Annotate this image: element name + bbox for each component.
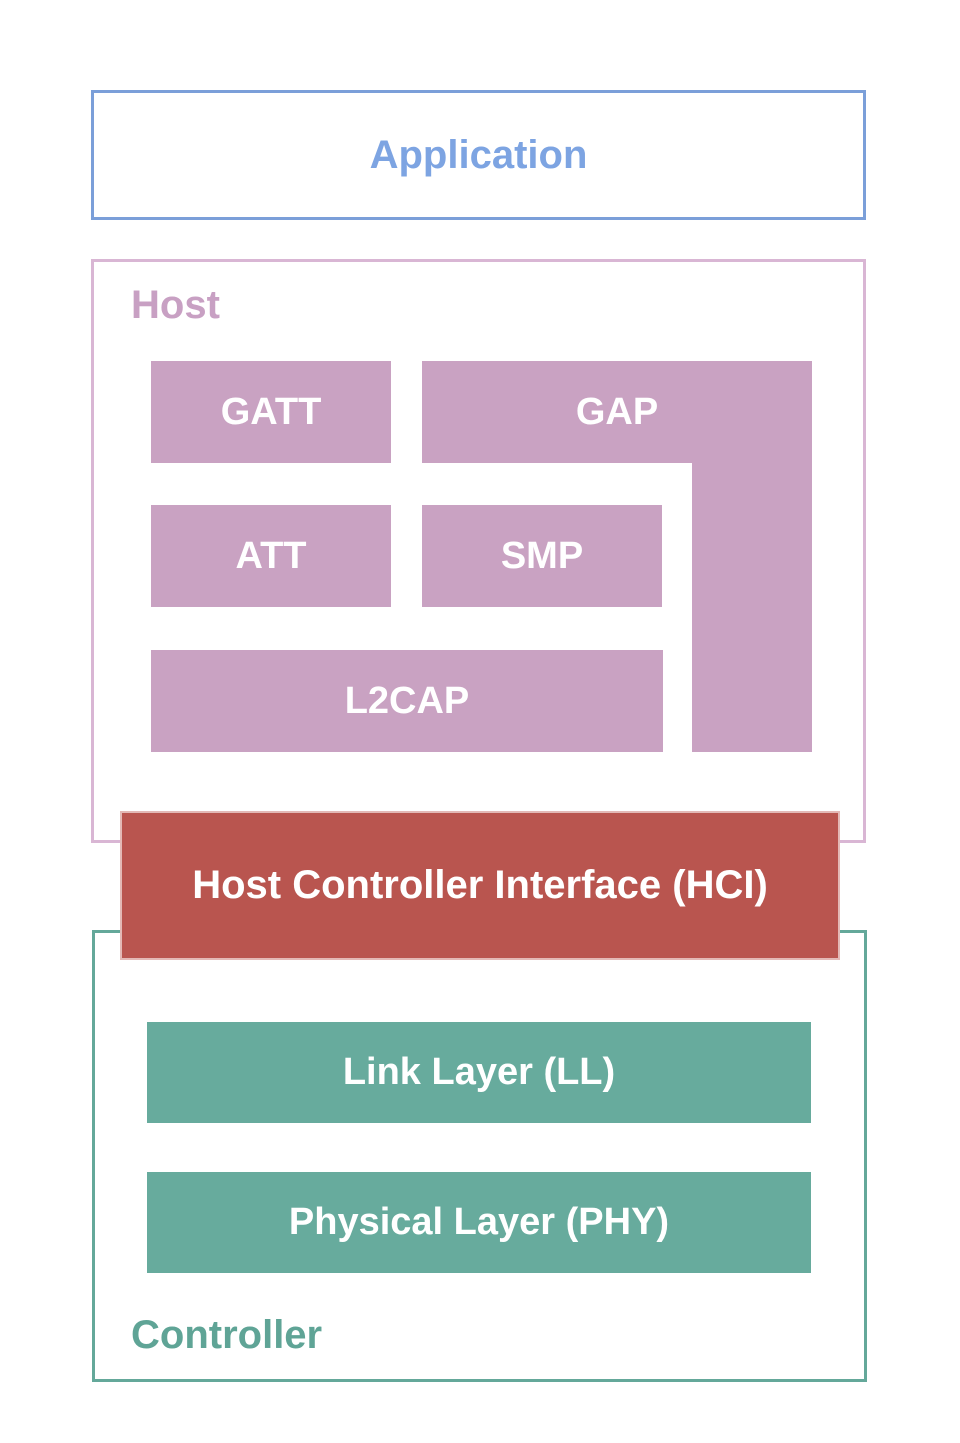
l2cap-block: L2CAP (151, 650, 663, 752)
application-label: Application (369, 132, 588, 177)
smp-label: SMP (500, 534, 584, 577)
gap-block-top: GAP (422, 361, 812, 463)
gatt-block: GATT (151, 361, 391, 463)
link-layer-block: Link Layer (LL) (147, 1022, 811, 1123)
application-box: Application (91, 90, 866, 220)
smp-block: SMP (422, 505, 662, 607)
physical-layer-block: Physical Layer (PHY) (147, 1172, 811, 1273)
att-block: ATT (151, 505, 391, 607)
hci-label: Host Controller Interface (HCI) (192, 863, 768, 907)
gatt-label: GATT (220, 390, 322, 433)
gap-block-side-extension (692, 463, 812, 752)
physical-layer-label: Physical Layer (PHY) (288, 1201, 670, 1243)
hci-block: Host Controller Interface (HCI) (120, 811, 840, 960)
att-label: ATT (235, 534, 307, 577)
controller-label: Controller (131, 1313, 323, 1357)
l2cap-label: L2CAP (344, 679, 470, 722)
host-label: Host (131, 283, 220, 327)
link-layer-label: Link Layer (LL) (342, 1051, 616, 1093)
gap-label: GAP (575, 390, 659, 433)
